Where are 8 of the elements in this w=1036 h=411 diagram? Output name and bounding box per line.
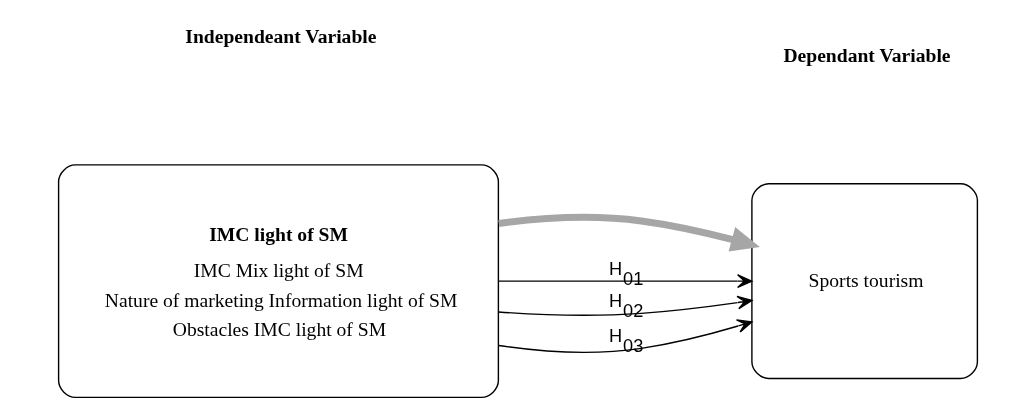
- arrow: [498, 274, 753, 289]
- label: Dependant Variable: [783, 45, 951, 67]
- node-box: IMC light of SM IMC Mix light of SM Nature of marketing Information light of SM Obstacles IMC light of SM: [57, 164, 500, 399]
- node-box: Sports tourism: [751, 183, 979, 380]
- arrow: [498, 319, 753, 354]
- arrow: [498, 213, 760, 252]
- arrow: [497, 295, 753, 316]
- label: Independeant Variable: [185, 25, 377, 47]
